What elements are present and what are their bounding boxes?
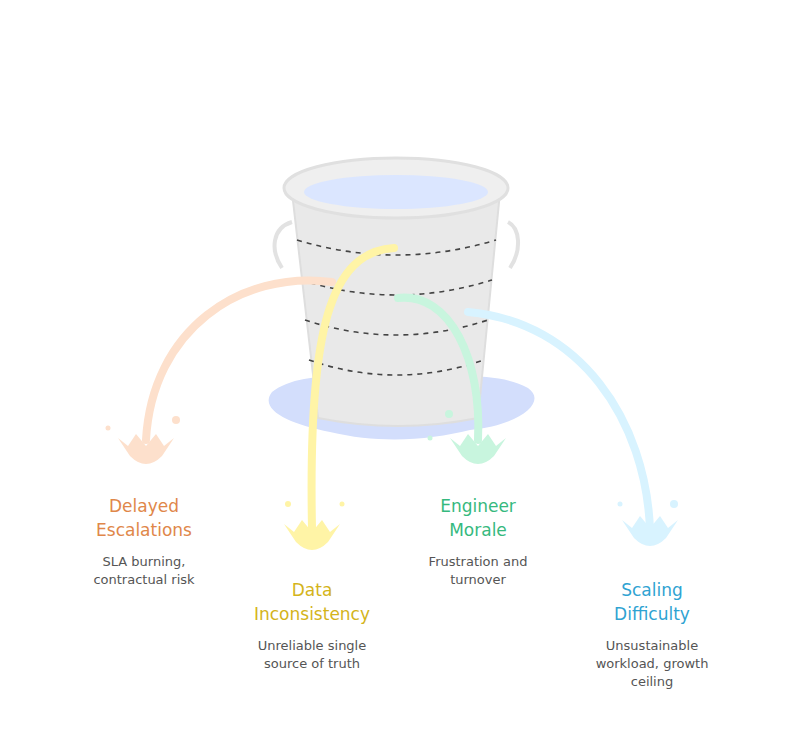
bucket-handle — [508, 222, 518, 268]
outcome-description: Unsustainable workload, growth ceiling — [582, 637, 722, 691]
outcome-description: SLA burning, contractual risk — [74, 553, 214, 589]
outcome-title: Engineer Morale — [413, 494, 543, 542]
outcome-description: Frustration and turnover — [408, 553, 548, 589]
leak-streams — [146, 248, 650, 530]
outcome-title: Delayed Escalations — [79, 494, 209, 542]
outcome-description: Unreliable single source of truth — [242, 637, 382, 673]
bucket-rim — [284, 158, 508, 218]
outcome-title: Scaling Difficulty — [587, 578, 717, 626]
bucket-water — [304, 175, 488, 209]
outcome-title: Data Inconsistency — [237, 578, 387, 626]
bucket-handle — [275, 222, 292, 268]
